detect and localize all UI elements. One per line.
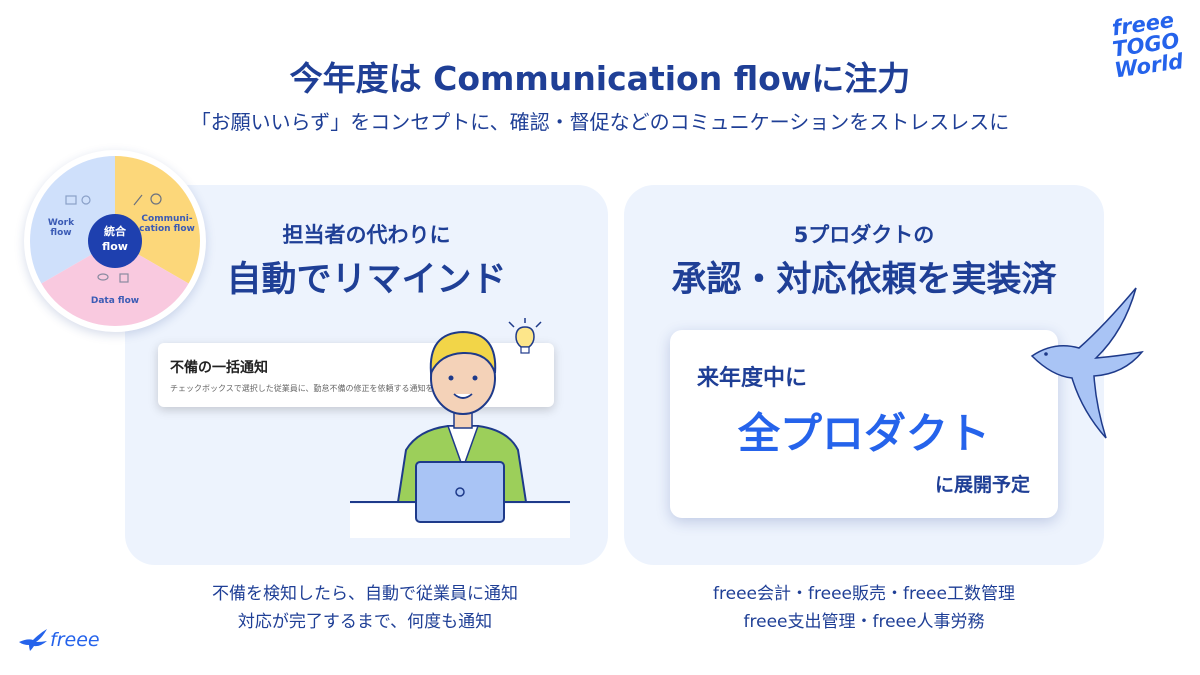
rollout-card: 来年度中に 全プロダクト に展開予定 bbox=[670, 330, 1058, 518]
work-flow-icons bbox=[65, 195, 91, 205]
communication-flow-label-line1: Communi- bbox=[141, 214, 193, 224]
left-heading: 自動でリマインド bbox=[226, 260, 507, 300]
right-caption-line1: freee会計・freee販売・freee工数管理 bbox=[713, 584, 1015, 604]
diagram-center: 統合 flow bbox=[88, 214, 142, 268]
communication-flow-icons bbox=[133, 193, 162, 206]
center-line2: flow bbox=[102, 240, 128, 253]
work-flow-label: Work flow bbox=[47, 218, 75, 238]
notification-title: 不備の一括通知 bbox=[170, 360, 268, 376]
card-line-1: 来年度中に bbox=[697, 366, 808, 391]
freee-footer-wordmark: freee bbox=[50, 629, 100, 651]
right-caption: freee会計・freee販売・freee工数管理 freee支出管理・free… bbox=[624, 580, 1104, 636]
data-flow-label: Data flow bbox=[90, 296, 140, 306]
freee-bird-icon bbox=[19, 629, 47, 651]
left-caption-line1: 不備を検知したら、自動で従業員に通知 bbox=[212, 584, 518, 604]
right-heading: 承認・対応依頼を実装済 bbox=[671, 260, 1057, 300]
communication-flow-label: Communi- cation flow bbox=[138, 214, 196, 234]
lightbulb-icon bbox=[508, 318, 542, 354]
freee-bird-illustration bbox=[1030, 287, 1144, 439]
left-caption: 不備を検知したら、自動で従業員に通知 対応が完了するまで、何度も通知 bbox=[125, 580, 605, 636]
center-line1: 統合 bbox=[104, 225, 126, 238]
integrated-flow-diagram: Work flow Communi- cation flow Data flow… bbox=[24, 150, 206, 332]
left-caption-line2: 対応が完了するまで、何度も通知 bbox=[237, 612, 493, 632]
data-flow-segment bbox=[41, 241, 189, 326]
card-line-3: に展開予定 bbox=[934, 474, 1030, 496]
freee-togo-world-logo: freee TOGO World bbox=[1102, 8, 1190, 82]
right-subheading: 5プロダクトの bbox=[793, 223, 935, 247]
page-title: 今年度は Communication flowに注力 bbox=[289, 59, 911, 98]
freee-footer-logo: freee bbox=[18, 628, 100, 652]
notification-text: チェックボックスで選択した従業員に、勤怠不備の修正を依頼する通知を送信し bbox=[170, 384, 458, 393]
person-illustration bbox=[350, 318, 570, 538]
left-subheading: 担当者の代わりに bbox=[282, 223, 451, 247]
card-big-text: 全プロダクト bbox=[737, 409, 990, 458]
right-caption-line2: freee支出管理・freee人事労務 bbox=[743, 612, 985, 632]
data-flow-icons bbox=[97, 273, 129, 283]
communication-flow-label-line2: cation flow bbox=[139, 224, 195, 234]
page-subtitle: 「お願いいらず」をコンセプトに、確認・督促などのコミュニケーションをストレスレス… bbox=[190, 110, 1010, 134]
